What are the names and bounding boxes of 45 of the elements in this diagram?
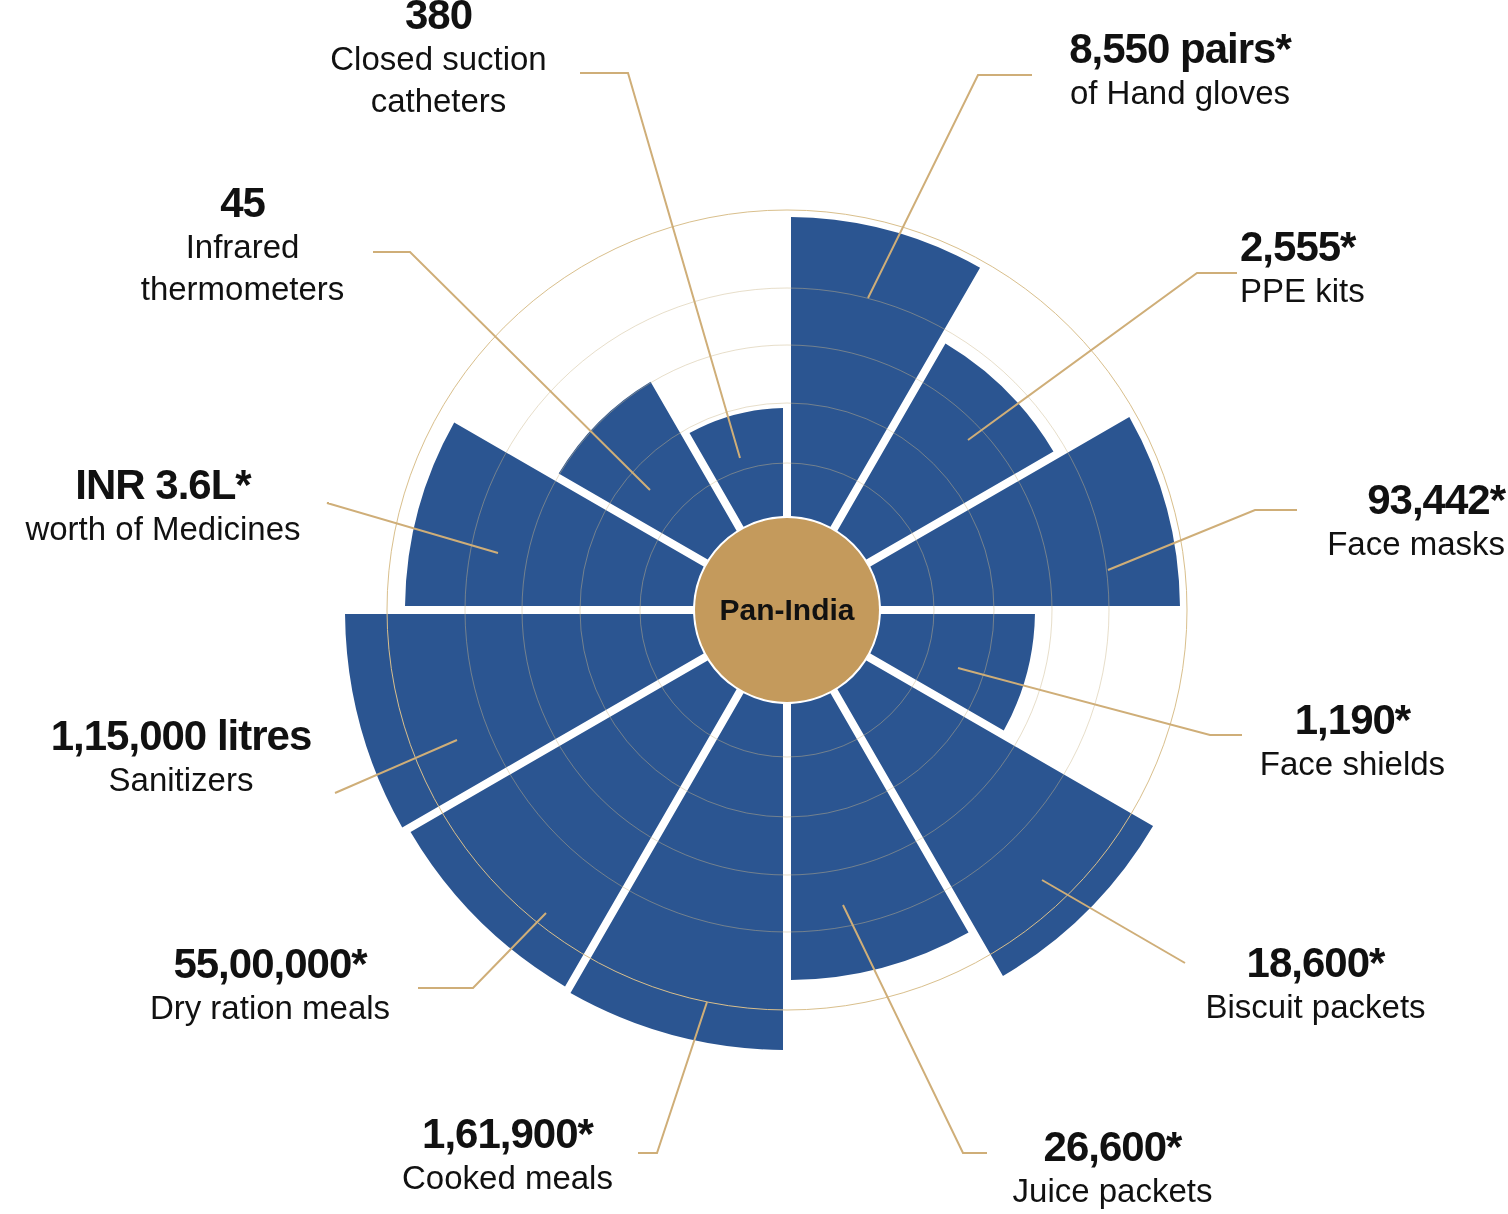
center-label: Pan-India [719, 593, 855, 627]
stat-value: 1,190* [1293, 697, 1412, 743]
stat-description: Juice packets [1011, 1171, 1214, 1211]
stat-description: Sanitizers [107, 760, 255, 800]
stat-value: 380 [403, 0, 474, 38]
leader-line [842, 904, 988, 1154]
leader-line [326, 502, 499, 554]
stat-description: PPE kits [1240, 271, 1366, 311]
radial-bar [837, 343, 1054, 560]
leader-line [637, 1001, 708, 1154]
leader-line [372, 251, 651, 491]
stat-value: 45 [219, 180, 266, 226]
stat-value: 26,600* [1042, 1124, 1183, 1170]
stat-value: 8,550 pairs* [1068, 26, 1293, 72]
stat-description: of Hand gloves [1068, 73, 1292, 113]
stat-description: Closed suction catheters [329, 39, 548, 121]
leader-line [1041, 879, 1186, 964]
radial-bar [345, 614, 704, 828]
stat-value: 55,00,000* [172, 941, 369, 987]
radial-bar [870, 416, 1180, 606]
stat-description: Dry ration meals [148, 988, 392, 1028]
leader-line [417, 912, 547, 989]
radial-bar [410, 660, 737, 987]
stat-description: worth of Medicines [24, 509, 302, 549]
radial-bar [689, 408, 783, 527]
stat-value: 1,15,000 litres [49, 713, 313, 759]
radial-bar [570, 693, 783, 1050]
radial-bar [870, 614, 1035, 731]
stat-description: Cooked meals [401, 1158, 614, 1198]
leader-line [1107, 509, 1298, 571]
stat-value: 1,61,900* [421, 1111, 595, 1157]
leader-line [967, 272, 1238, 441]
stat-description: Face masks [1326, 524, 1505, 564]
leader-line [957, 667, 1243, 736]
radial-bar [791, 217, 981, 527]
stat-description: Face shields [1258, 744, 1447, 784]
stat-value: INR 3.6L* [74, 462, 253, 508]
stat-value: 93,442* [1366, 477, 1505, 523]
stat-description: Infrared thermometers [139, 227, 346, 309]
leader-line [867, 74, 1033, 299]
stat-value: 18,600* [1245, 940, 1386, 986]
leader-line [334, 739, 458, 794]
stat-value: 2,555* [1240, 224, 1357, 270]
stat-description: Biscuit packets [1204, 987, 1427, 1027]
leader-line [579, 72, 741, 459]
